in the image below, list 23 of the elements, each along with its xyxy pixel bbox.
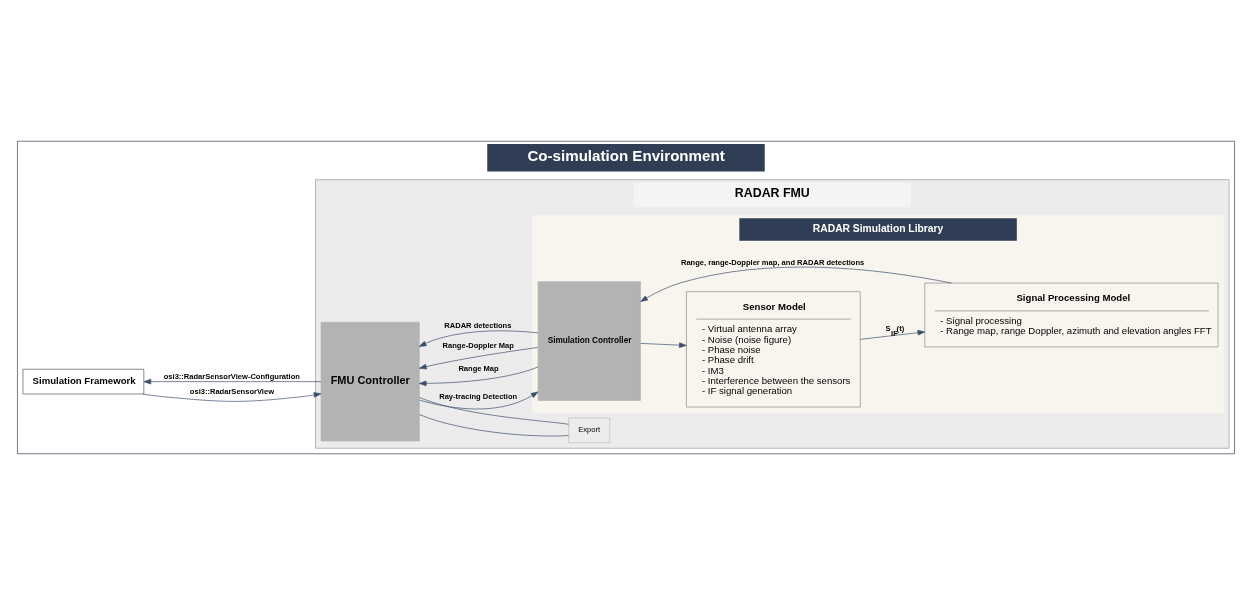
edge-label: Ray-tracing Detection xyxy=(439,392,518,402)
node-box: Sensor Model - Virtual antenna array - Noise (noise figure) - Phase noise - Phase drift - IM3 - Interference between the sensors - IF signal generation xyxy=(686,291,861,408)
node-box: FMU Controller xyxy=(320,321,420,442)
arrow xyxy=(859,329,926,340)
arrow xyxy=(418,330,539,347)
edge-label: Range, range-Doppler map, and RADAR detections xyxy=(680,257,865,267)
edge-label: osi3::RadarSensorView-Configuration xyxy=(163,371,300,381)
edge-label: Range-Doppler Map xyxy=(442,340,514,350)
arrow xyxy=(419,391,539,410)
edge-label: RADAR detections xyxy=(444,320,512,330)
arrow xyxy=(419,347,539,370)
arrow xyxy=(640,342,687,348)
node-box: Signal Processing Model - Signal processing - Range map, range Doppler, azimuth and elevation angles FFT xyxy=(924,282,1219,348)
node-box: Export xyxy=(568,417,611,444)
connector xyxy=(419,414,569,437)
arrow xyxy=(142,392,322,402)
arrow xyxy=(640,266,952,302)
arrow xyxy=(143,378,322,385)
connector xyxy=(419,397,569,425)
arrow xyxy=(418,366,539,387)
node-box: Simulation Framework xyxy=(22,368,145,395)
edge-label: Range Map xyxy=(458,363,499,373)
edge-label: osi3::RadarSensorView xyxy=(189,386,275,396)
